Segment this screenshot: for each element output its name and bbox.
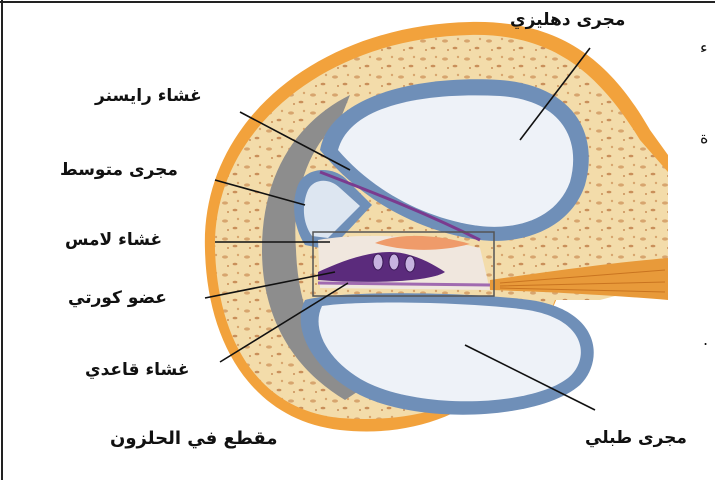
label-basilar-membrane: غشاء قاعدي — [85, 360, 189, 380]
label-tectorial-membrane: غشاء لامس — [65, 230, 162, 250]
diagram-caption: مقطع في الحلزون — [110, 428, 277, 449]
label-scala-media: مجرى متوسط — [60, 160, 178, 180]
hair-cells — [373, 254, 415, 272]
edge-mark-2: ة — [700, 128, 708, 147]
edge-mark-1: ء — [700, 38, 708, 57]
edge-mark-3: . — [703, 330, 708, 349]
label-reissner-membrane: غشاء رايسنر — [95, 86, 202, 106]
label-organ-of-corti: عضو كورتي — [68, 288, 167, 308]
label-scala-vestibuli: مجرى دهليزي — [510, 10, 625, 30]
label-scala-tympani: مجرى طبلي — [585, 428, 687, 448]
